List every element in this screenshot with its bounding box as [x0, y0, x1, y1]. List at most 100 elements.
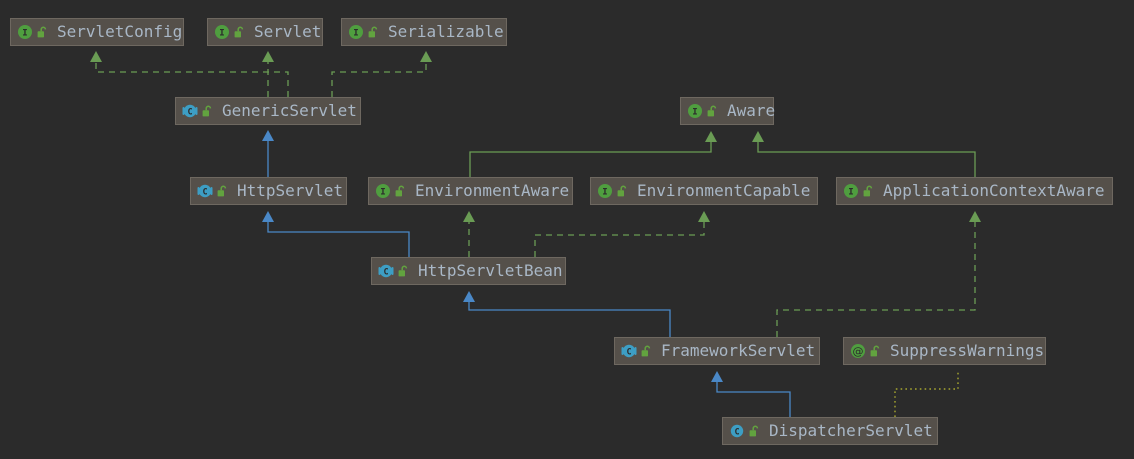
edge-line — [757, 142, 976, 177]
edge-GenericServlet-to-Serializable[interactable] — [331, 51, 432, 97]
edge-HttpServletBean-to-HttpServlet[interactable] — [262, 211, 410, 257]
edge-line — [469, 142, 712, 177]
edge-arrowhead — [711, 371, 723, 382]
edge-FrameworkServlet-to-ApplicationContextAware[interactable] — [776, 211, 981, 337]
class-node-HttpServlet[interactable]: C HttpServlet — [190, 177, 347, 205]
edge-FrameworkServlet-to-HttpServletBean[interactable] — [463, 291, 671, 337]
edge-DispatcherServlet-to-FrameworkServlet[interactable] — [711, 371, 791, 417]
svg-text:C: C — [383, 267, 388, 277]
svg-text:I: I — [602, 188, 607, 198]
svg-text:I: I — [380, 188, 385, 198]
class-node-Serializable[interactable]: I Serializable — [341, 18, 507, 46]
class-node-DispatcherServlet[interactable]: C DispatcherServlet — [722, 417, 938, 445]
svg-text:I: I — [692, 108, 697, 118]
edge-arrowhead — [698, 211, 710, 222]
svg-text:I: I — [219, 29, 224, 39]
class-node-ServletConfig[interactable]: I ServletConfig — [10, 18, 184, 46]
public-lock-icon — [37, 26, 48, 39]
svg-text:I: I — [22, 29, 27, 39]
class-node-SuppressWarnings[interactable]: @ SuppressWarnings — [843, 337, 1046, 365]
edge-HttpServletBean-to-EnvironmentCapable[interactable] — [534, 211, 710, 257]
edge-arrowhead — [90, 51, 102, 62]
edge-line — [776, 222, 976, 337]
edge-line — [331, 62, 427, 97]
svg-text:C: C — [187, 107, 192, 117]
public-lock-icon — [368, 26, 379, 39]
class-node-label: HttpServlet — [237, 181, 343, 200]
edge-line — [534, 222, 705, 257]
public-lock-icon — [617, 185, 628, 198]
class-node-label: Servlet — [254, 22, 322, 41]
class-node-ApplicationContextAware[interactable]: I ApplicationContextAware — [836, 177, 1113, 205]
edge-EnvironmentAware-to-Aware[interactable] — [469, 131, 717, 177]
edge-arrowhead — [262, 211, 274, 222]
edge-line — [716, 382, 791, 417]
class-node-label: EnvironmentAware — [415, 181, 570, 200]
class-node-label: ApplicationContextAware — [883, 181, 1105, 200]
class-node-label: FrameworkServlet — [661, 341, 816, 360]
public-lock-icon — [749, 425, 760, 438]
svg-text:C: C — [202, 187, 207, 197]
annotation-icon: @ — [850, 343, 866, 359]
class-node-EnvironmentCapable[interactable]: I EnvironmentCapable — [590, 177, 818, 205]
class-node-label: Aware — [727, 101, 776, 120]
edge-HttpServlet-to-GenericServlet[interactable] — [262, 130, 274, 177]
class-node-EnvironmentAware[interactable]: I EnvironmentAware — [368, 177, 573, 205]
edge-line — [468, 302, 671, 337]
class-node-GenericServlet[interactable]: C GenericServlet — [175, 97, 361, 125]
class-node-Servlet[interactable]: I Servlet — [207, 18, 323, 46]
edge-HttpServletBean-to-EnvironmentAware[interactable] — [463, 211, 475, 257]
public-lock-icon — [398, 265, 409, 278]
class-icon: C — [182, 103, 198, 119]
class-icon: C — [197, 183, 213, 199]
class-node-label: EnvironmentCapable — [637, 181, 811, 200]
interface-icon: I — [348, 24, 364, 40]
class-node-label: DispatcherServlet — [769, 421, 933, 440]
interface-icon: I — [843, 183, 859, 199]
class-node-label: ServletConfig — [57, 22, 183, 41]
public-lock-icon — [217, 185, 228, 198]
edge-ApplicationContextAware-to-Aware[interactable] — [752, 131, 976, 177]
class-node-Aware[interactable]: I Aware — [680, 97, 776, 125]
edge-line — [894, 371, 959, 417]
public-lock-icon — [395, 185, 406, 198]
class-node-label: Serializable — [388, 22, 504, 41]
svg-text:C: C — [734, 427, 739, 437]
class-node-label: GenericServlet — [222, 101, 357, 120]
edge-arrowhead — [463, 291, 475, 302]
svg-text:C: C — [626, 347, 631, 357]
edge-arrowhead — [262, 130, 274, 141]
public-lock-icon — [870, 345, 881, 358]
edge-arrowhead — [705, 131, 717, 142]
public-lock-icon — [707, 105, 718, 118]
public-lock-icon — [234, 26, 245, 39]
interface-icon: I — [375, 183, 391, 199]
svg-text:I: I — [848, 188, 853, 198]
edge-arrowhead — [752, 131, 764, 142]
svg-text:@: @ — [853, 345, 864, 358]
edge-DispatcherServlet-to-SuppressWarnings[interactable] — [894, 371, 959, 417]
edge-arrowhead — [463, 211, 475, 222]
edge-GenericServlet-to-ServletConfig[interactable] — [90, 51, 289, 97]
class-node-label: HttpServletBean — [418, 261, 563, 280]
svg-text:I: I — [353, 29, 358, 39]
edge-GenericServlet-to-Servlet[interactable] — [262, 51, 274, 97]
class-icon: C — [378, 263, 394, 279]
class-icon: C — [729, 423, 745, 439]
edge-arrowhead — [262, 51, 274, 62]
class-node-label: SuppressWarnings — [890, 341, 1045, 360]
public-lock-icon — [202, 105, 213, 118]
public-lock-icon — [863, 185, 874, 198]
interface-icon: I — [597, 183, 613, 199]
class-icon: C — [621, 343, 637, 359]
interface-icon: I — [17, 24, 33, 40]
class-node-FrameworkServlet[interactable]: C FrameworkServlet — [614, 337, 820, 365]
edge-line — [267, 222, 410, 257]
public-lock-icon — [641, 345, 652, 358]
edge-arrowhead — [969, 211, 981, 222]
class-node-HttpServletBean[interactable]: C HttpServletBean — [371, 257, 566, 285]
interface-icon: I — [687, 103, 703, 119]
interface-icon: I — [214, 24, 230, 40]
